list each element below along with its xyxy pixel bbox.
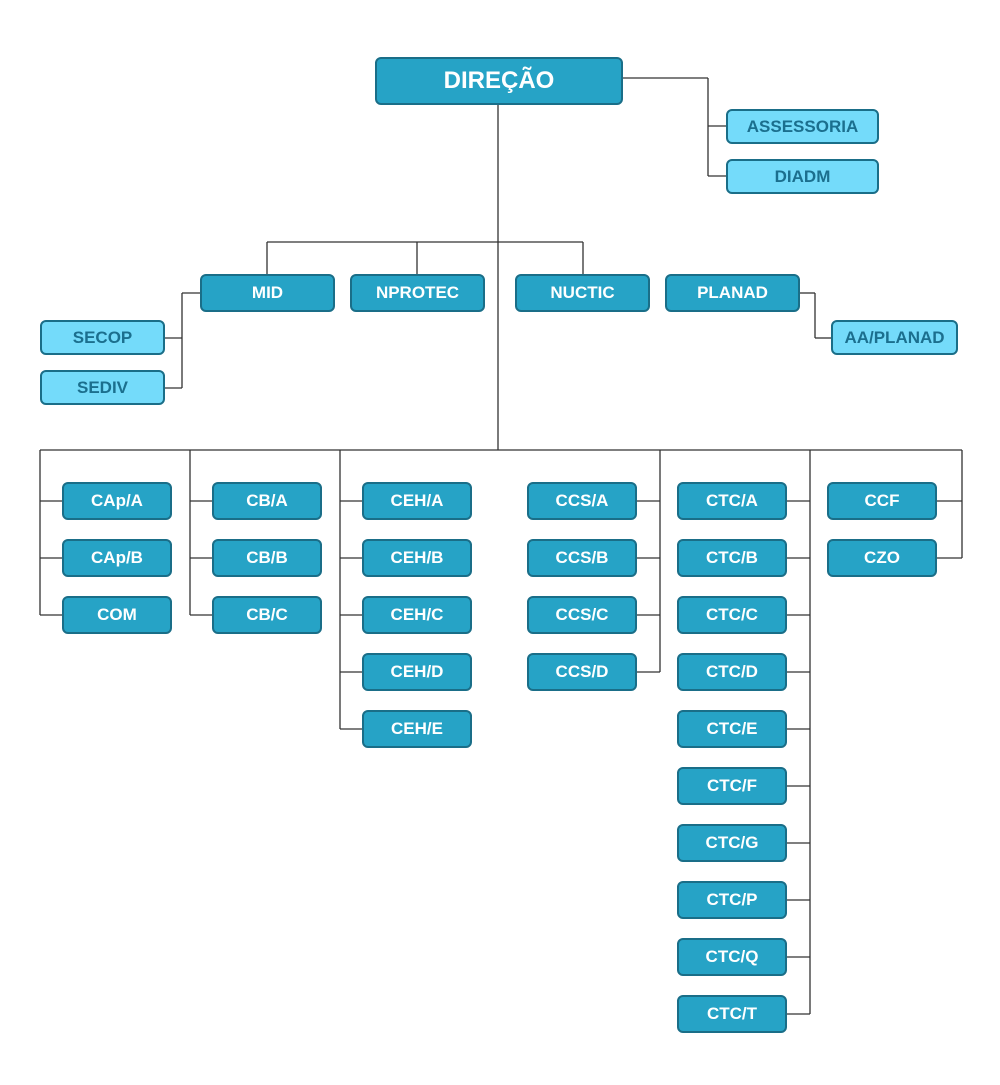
node-cap-a: CAp/A [62,482,172,520]
node-ceh-e: CEH/E [362,710,472,748]
node-nuctic: NUCTIC [515,274,650,312]
node-ctc-f: CTC/F [677,767,787,805]
node-ceh-a: CEH/A [362,482,472,520]
node-com: COM [62,596,172,634]
node-planad: PLANAD [665,274,800,312]
node-secop: SECOP [40,320,165,355]
node-diadm: DIADM [726,159,879,194]
node-aa-planad: AA/PLANAD [831,320,958,355]
node-ctc-a: CTC/A [677,482,787,520]
node-nprotec: NPROTEC [350,274,485,312]
node-ccf: CCF [827,482,937,520]
node-ctc-g: CTC/G [677,824,787,862]
node-mid: MID [200,274,335,312]
node-sediv: SEDIV [40,370,165,405]
node-ceh-b: CEH/B [362,539,472,577]
node-ctc-q: CTC/Q [677,938,787,976]
node-direcao: DIREÇÃO [375,57,623,105]
node-ctc-d: CTC/D [677,653,787,691]
node-ctc-b: CTC/B [677,539,787,577]
node-ccs-a: CCS/A [527,482,637,520]
node-cb-b: CB/B [212,539,322,577]
node-ccs-d: CCS/D [527,653,637,691]
node-ctc-t: CTC/T [677,995,787,1033]
node-ctc-c: CTC/C [677,596,787,634]
node-cap-b: CAp/B [62,539,172,577]
node-ceh-c: CEH/C [362,596,472,634]
node-assessoria: ASSESSORIA [726,109,879,144]
node-cb-c: CB/C [212,596,322,634]
node-ceh-d: CEH/D [362,653,472,691]
node-ccs-c: CCS/C [527,596,637,634]
node-cb-a: CB/A [212,482,322,520]
node-ctc-p: CTC/P [677,881,787,919]
node-ctc-e: CTC/E [677,710,787,748]
node-czo: CZO [827,539,937,577]
node-ccs-b: CCS/B [527,539,637,577]
